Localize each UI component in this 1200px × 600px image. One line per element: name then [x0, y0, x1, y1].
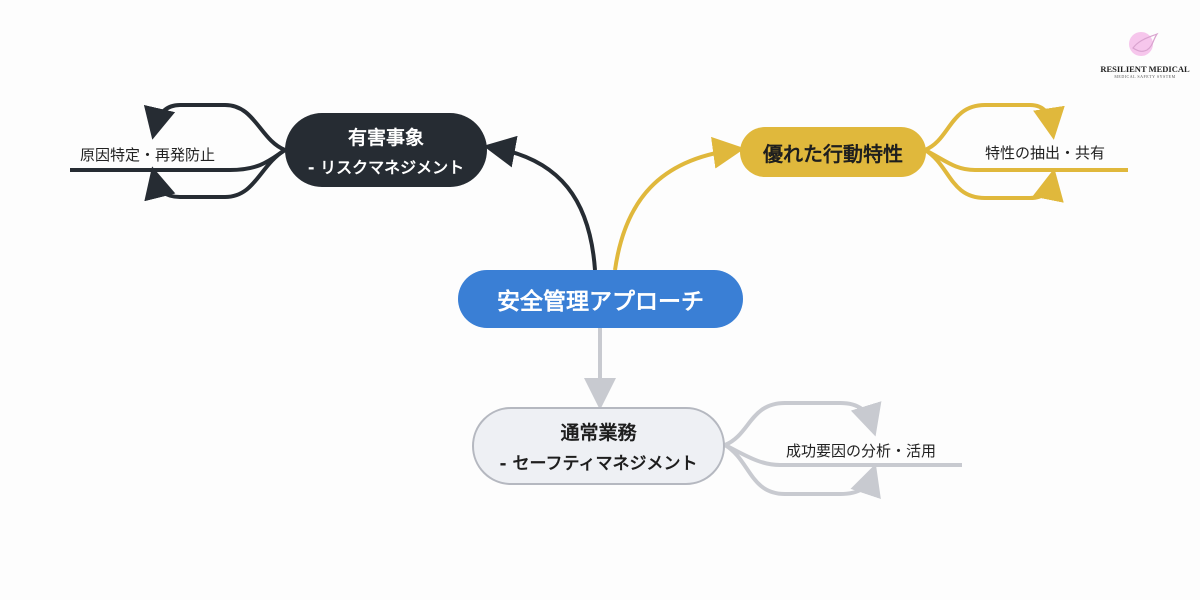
excellent-outcome: 特性の抽出・共有 [985, 144, 1106, 162]
normal-subtitle: - セーフティマネジメント [499, 454, 698, 474]
excellent-title: 優れた行動特性 [763, 141, 903, 166]
center-node: 安全管理アプローチ [458, 270, 743, 328]
logo-tagline: MEDICAL SAFETY SYSTEM [1114, 74, 1176, 79]
adverse-node: 有害事象 - リスクマネジメント [285, 113, 487, 187]
adverse-subtitle: - リスクマネジメント [307, 157, 465, 177]
logo: RESILIENT MEDICAL MEDICAL SAFETY SYSTEM [1100, 30, 1190, 79]
normal-outcome: 成功要因の分析・活用 [786, 442, 937, 460]
normal-node: 通常業務 - セーフティマネジメント [472, 407, 725, 485]
dove-logo-icon [1129, 32, 1159, 56]
normal-loops [723, 401, 962, 500]
adverse-outcome: 原因特定・再発防止 [80, 146, 216, 164]
excellent-node: 優れた行動特性 [740, 127, 926, 177]
adverse-title: 有害事象 [347, 126, 424, 149]
logo-name: RESILIENT MEDICAL [1100, 64, 1190, 74]
excellent-loops [923, 103, 1128, 203]
center-label: 安全管理アプローチ [497, 289, 704, 315]
normal-title: 通常業務 [560, 422, 637, 444]
arrow-to-excellent [613, 136, 745, 271]
arrow-to-adverse [483, 135, 597, 271]
adverse-loops [70, 103, 287, 202]
